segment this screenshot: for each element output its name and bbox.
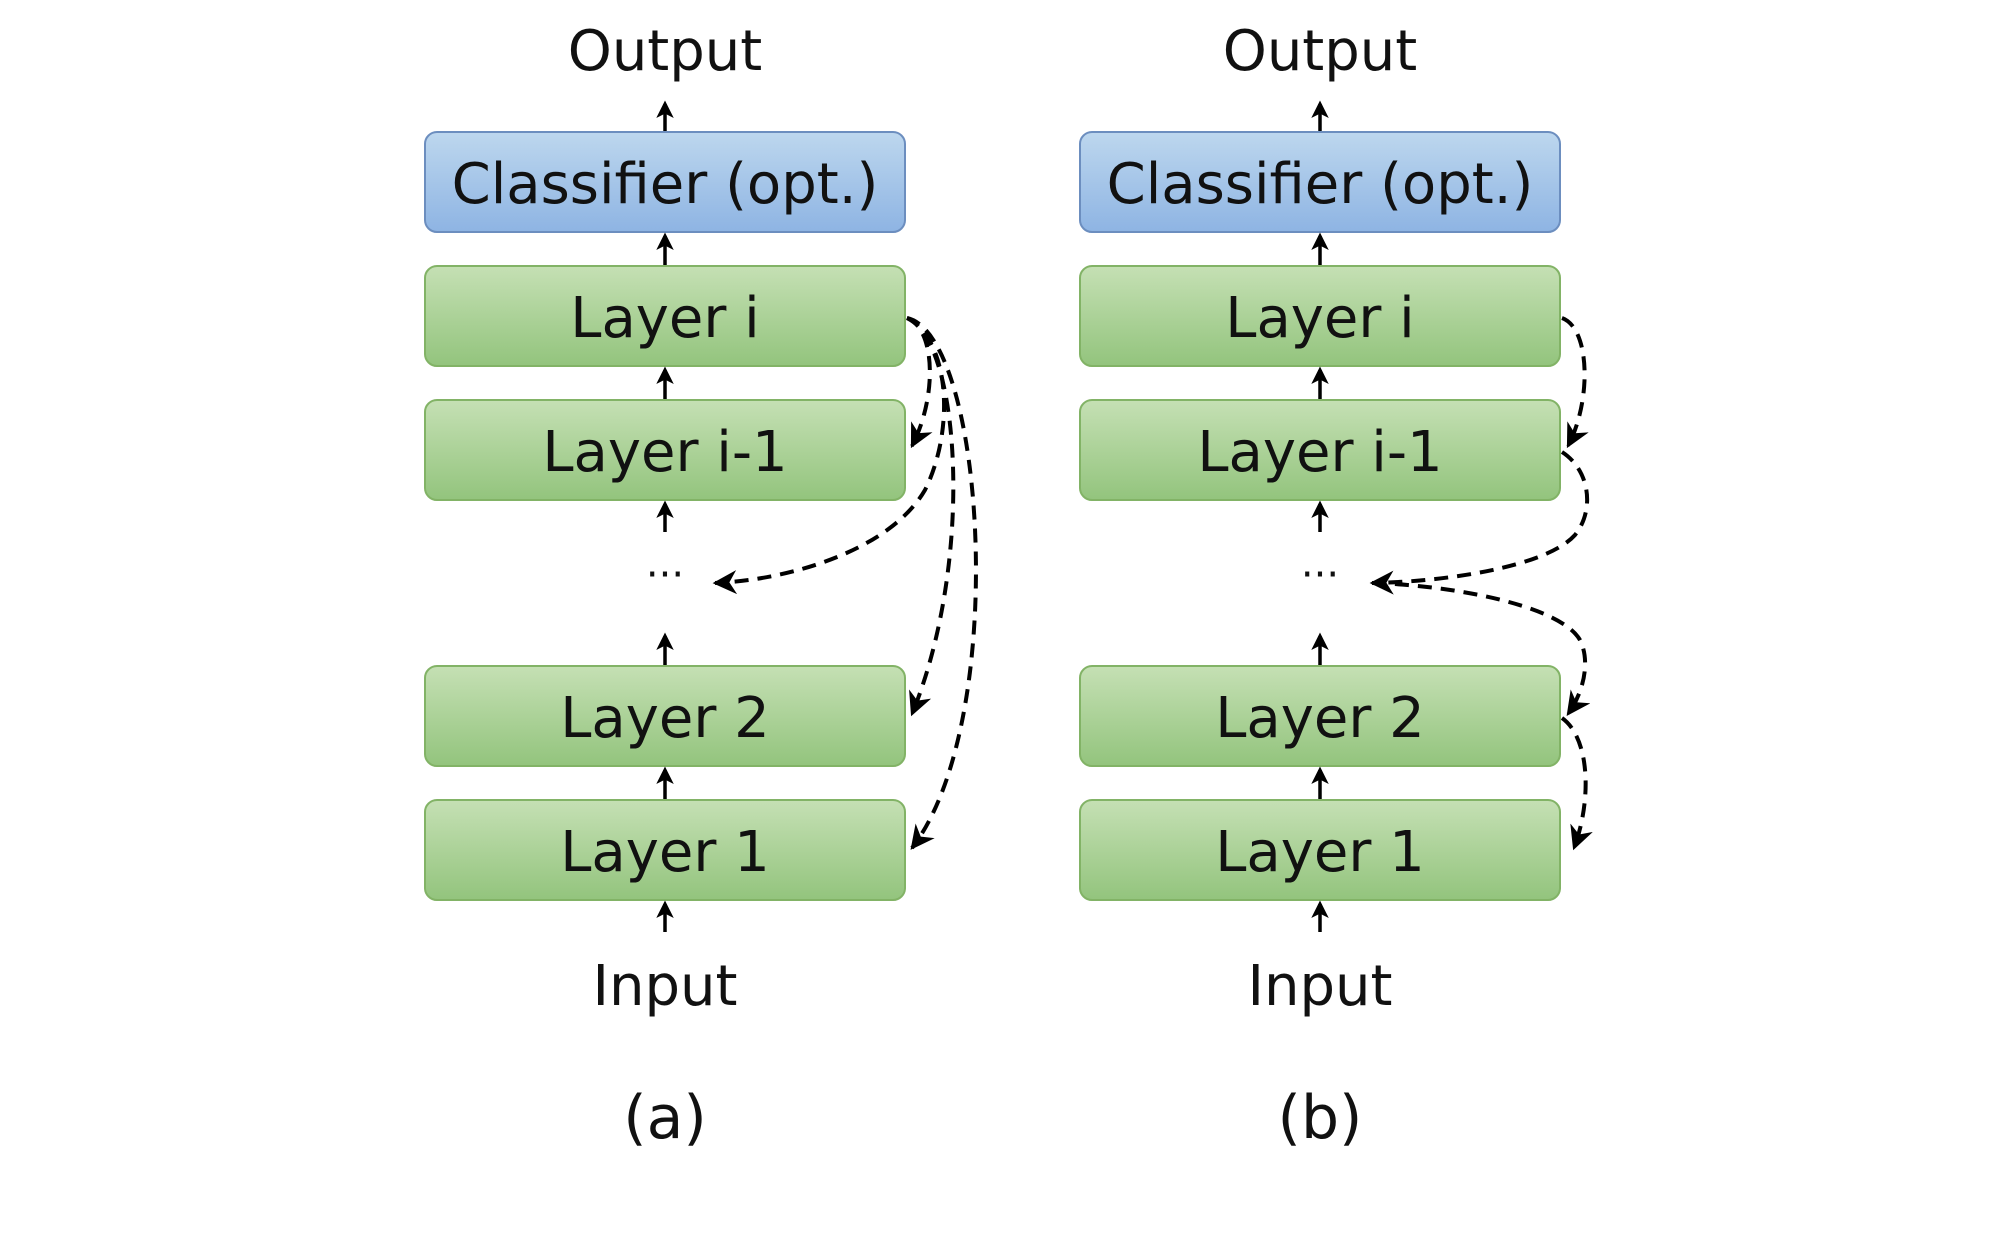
input-label: Input	[1247, 954, 1392, 1019]
classifier-box	[1079, 131, 1561, 233]
panel-b: Output Classifier (opt.) Layer i Layer i…	[1079, 19, 1593, 1153]
layer-2-label: Layer 2	[560, 686, 770, 751]
layer-i-box	[424, 265, 906, 367]
layer-1-box	[424, 799, 906, 901]
layer-1-box	[1079, 799, 1561, 901]
caption-a: (a)	[623, 1083, 707, 1153]
output-label: Output	[568, 19, 763, 84]
layer-im1-label: Layer i-1	[542, 420, 787, 485]
output-label: Output	[1223, 19, 1418, 84]
chain-arrow-layerim1-to-dots	[1369, 450, 1589, 595]
layer-i-box	[1079, 265, 1561, 367]
layer-im1-box	[424, 399, 906, 501]
skip-arrow-to-layer-1	[906, 316, 978, 850]
layer-1-label: Layer 1	[560, 820, 770, 885]
chain-arrow-layeri-to-layerim1	[1561, 316, 1589, 449]
skip-arrow-to-layer-2	[906, 316, 956, 717]
classifier-label: Classifier (opt.)	[452, 152, 879, 217]
layer-2-label: Layer 2	[1215, 686, 1425, 751]
chain-arrow-layer2-to-layer1	[1560, 716, 1593, 851]
layer-2-box	[424, 665, 906, 767]
input-label: Input	[592, 954, 737, 1019]
classifier-label: Classifier (opt.)	[1107, 152, 1534, 217]
layer-im1-box	[1079, 399, 1561, 501]
classifier-box	[424, 131, 906, 233]
chain-arrow-dots-to-layer2	[1371, 581, 1591, 716]
chain-skip-arrows	[1369, 316, 1593, 851]
layer-2-box	[1079, 665, 1561, 767]
ellipsis-label: ···	[646, 552, 684, 598]
layer-i-label: Layer i	[1225, 286, 1415, 351]
caption-b: (b)	[1278, 1083, 1363, 1153]
dense-skip-arrows	[712, 316, 978, 850]
layer-i-label: Layer i	[570, 286, 760, 351]
ellipsis-label: ···	[1301, 552, 1339, 598]
panel-a: Output Classifier (opt.) Layer i Layer i…	[424, 19, 978, 1153]
layer-1-label: Layer 1	[1215, 820, 1425, 885]
layer-im1-label: Layer i-1	[1197, 420, 1442, 485]
